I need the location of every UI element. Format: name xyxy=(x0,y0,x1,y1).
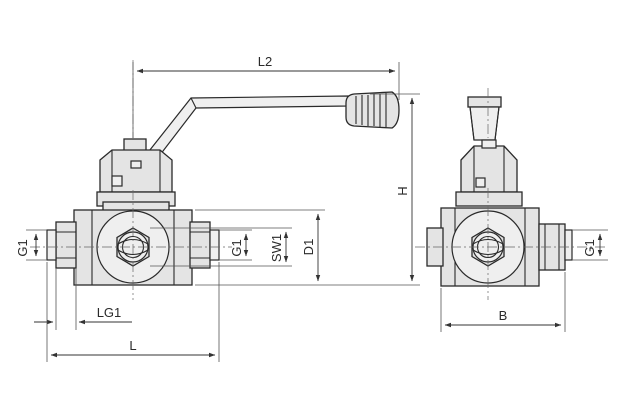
dimension-label-b: B xyxy=(499,308,508,323)
dimension-label-h: H xyxy=(395,186,410,195)
dimension-label-lg1: LG1 xyxy=(97,305,122,320)
side-view: G1 B xyxy=(415,88,608,332)
stem-housing xyxy=(96,138,176,213)
dimension-label-sw1: SW1 xyxy=(269,234,284,262)
dimension-label-d1: D1 xyxy=(301,239,316,256)
dimension-label-g1-front-left: G1 xyxy=(15,239,30,256)
dimension-label-g1-side: G1 xyxy=(582,239,597,256)
dimension-label-g1-front-right: G1 xyxy=(229,239,244,256)
dimension-label-l: L xyxy=(129,338,136,353)
lever-handle xyxy=(141,91,400,169)
front-view: L2 H D1 SW1 G1 G1 LG1 L xyxy=(15,54,420,362)
dimension-label-l2: L2 xyxy=(258,54,272,69)
